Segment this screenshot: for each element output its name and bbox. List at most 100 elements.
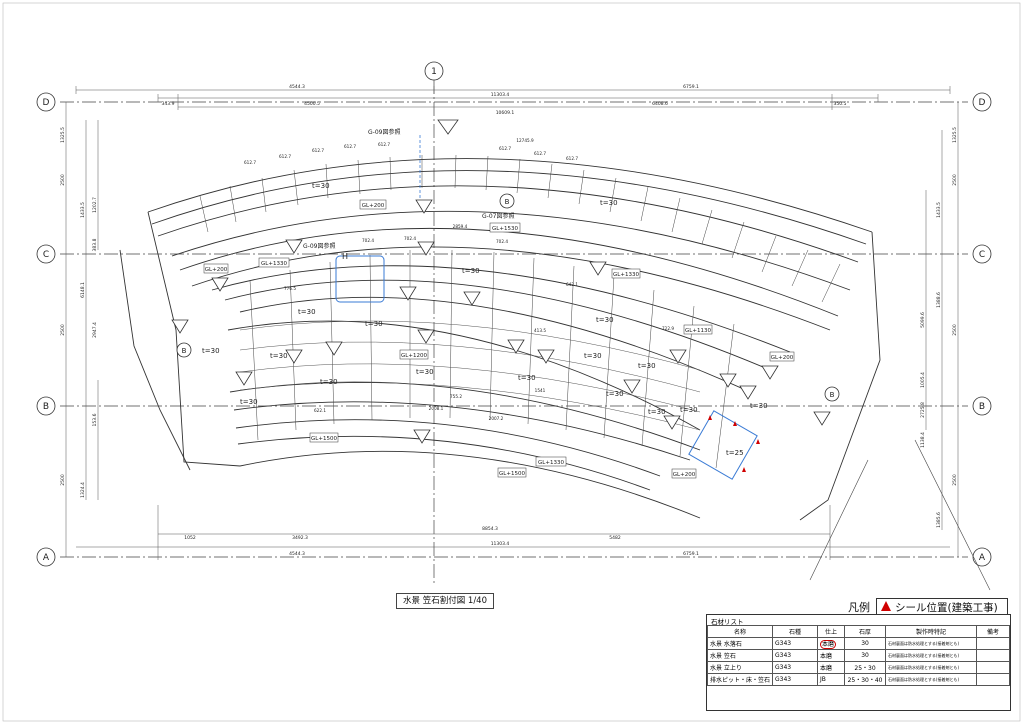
dim-right-2: 2500	[952, 174, 958, 186]
dim-left-7: 2947.4	[92, 322, 98, 338]
legend-item: シール位置(建築工事)	[895, 602, 998, 614]
piece-dim-16: 2008.1	[429, 406, 444, 411]
dim-bottom-6: 11303.4	[491, 541, 510, 547]
dim-left-8: 153.6	[92, 413, 98, 426]
piece-dim-9: 12745.9	[516, 138, 534, 143]
dim-top-1: 4544.3	[289, 84, 305, 90]
cell: 石材裏面は防水処理とする(接着剤とも)	[885, 637, 978, 650]
piece-dim-21: 722.9	[662, 326, 674, 331]
cell: 25・30・40	[844, 673, 887, 686]
dim-right-11: 5099.6	[920, 312, 926, 328]
cell: 本磨	[817, 637, 846, 650]
dim-top-5: 4500.5	[304, 101, 320, 107]
cell: 25・30	[844, 661, 887, 674]
thickness-9: t=30	[416, 368, 434, 376]
cell: G343	[772, 673, 819, 686]
gl-tag-9: GL+1500	[311, 436, 337, 442]
table-row: 水景 立上り G343 本磨 25・30 石材裏面は防水処理とする(接着剤とも)	[706, 661, 1010, 674]
cell: 石材裏面は防水処理とする(接着剤とも)	[885, 661, 978, 674]
gl-tag-10: GL+1330	[538, 460, 564, 466]
dim-bottom-3: 5482	[609, 535, 621, 541]
gl-tag-6: GL+1130	[685, 328, 711, 334]
cell: 石材裏面は防水処理とする(接着剤とも)	[885, 649, 978, 662]
thickness-5: t=30	[365, 320, 383, 328]
dim-right-1: 1325.5	[952, 127, 958, 143]
grid-lines	[60, 80, 968, 585]
dim-bottom-7: 6759.1	[683, 551, 699, 557]
grid-bubble-left-b: B	[43, 402, 49, 412]
section-mark-b-2: B	[182, 347, 187, 355]
piece-dim-20: 642.1	[566, 282, 578, 287]
dim-left-11: 383.8	[92, 238, 98, 251]
piece-dim-17: 2007.2	[489, 416, 504, 421]
section-mark-b-3: B	[830, 391, 835, 399]
detail-frame-h	[335, 255, 385, 303]
dim-bottom-2: 3492.3	[292, 535, 308, 541]
thickness-7: t=30	[202, 347, 220, 355]
dim-left-9: 2500	[60, 474, 66, 486]
header-notes: 製作時特記	[885, 625, 978, 638]
ref-g09-top: G-09図参照	[368, 128, 400, 136]
dim-left-5: 6148.1	[80, 282, 86, 298]
dim-left-6: 2500	[60, 324, 66, 336]
cell: G343	[772, 649, 819, 662]
cell: 本磨	[817, 649, 846, 662]
thickness-6: t=30	[596, 316, 614, 324]
stone-type-markers	[171, 119, 831, 444]
piece-dim-12: 702.4	[496, 239, 508, 244]
detail-frame-lower	[688, 410, 758, 480]
cell: 水景 立上り	[706, 661, 774, 674]
cell	[976, 661, 1010, 674]
thickness-11: t=30	[320, 378, 338, 386]
cell: 本磨	[817, 661, 846, 674]
dim-top-4: 343.9	[162, 101, 175, 107]
thickness-3: t=30	[462, 267, 480, 275]
thickness-12: t=30	[584, 352, 602, 360]
dim-top-3: 6759.1	[683, 84, 699, 90]
cell	[976, 673, 1010, 686]
legend-box: シール位置(建築工事)	[876, 598, 1008, 616]
piece-dim-5: 612.7	[378, 142, 390, 147]
grid-bubble-right-d: D	[979, 98, 986, 108]
dim-top-7: 350.5	[834, 101, 847, 107]
material-table-caption: 石材リスト	[711, 618, 744, 626]
piece-dim-19: 755.2	[450, 394, 462, 399]
piece-dim-11: 702.4	[404, 236, 416, 241]
grid-bubble-1: 1	[431, 67, 437, 77]
dim-bottom-5: 4544.3	[289, 551, 305, 557]
cell: 排水ピット・床・笠石	[706, 673, 774, 686]
piece-dim-15: 622.1	[314, 408, 326, 413]
legend-label: 凡例	[848, 601, 870, 614]
grid-bubble-left-a: A	[43, 553, 50, 563]
piece-dim-14: 776.5	[284, 286, 296, 291]
table-row: 水景 笠石 G343 本磨 30 石材裏面は防水処理とする(接着剤とも)	[706, 649, 1010, 662]
dim-top-2: 11303.4	[491, 92, 510, 98]
seal-marker-icon	[881, 601, 891, 611]
cell: 水景 水落石	[706, 637, 774, 650]
gl-tag-4: GL+200	[205, 267, 228, 273]
piece-dim-4: 612.7	[344, 144, 356, 149]
grid-bubble-right-a: A	[979, 553, 986, 563]
dim-right-10: 2725.8	[920, 402, 926, 418]
cell	[976, 637, 1010, 650]
dim-top-8: 10609.1	[496, 110, 515, 116]
dim-right-3: 1433.5	[936, 202, 942, 218]
piece-dim-22: 413.5	[534, 328, 546, 333]
thickness-19: t=25	[726, 449, 744, 457]
thickness-2: t=30	[600, 199, 618, 207]
dim-left-10: 1324.4	[80, 482, 86, 498]
dim-bottom-1: 1052	[184, 535, 196, 541]
thickness-15: t=30	[606, 390, 624, 398]
piece-dim-2: 612.7	[279, 154, 291, 159]
piece-dim-6: 612.7	[499, 146, 511, 151]
thickness-14: t=30	[240, 398, 258, 406]
material-list-table: 石材リスト 名称 石種 仕上 石厚 製作時特記 備考 水景 水落石 G343 本…	[706, 614, 1011, 711]
gl-tag-8: GL+200	[771, 355, 794, 361]
piece-dim-1: 612.7	[244, 160, 256, 165]
piece-dim-13: 2859.4	[453, 224, 468, 229]
header-name: 名称	[706, 625, 774, 638]
table-row: 水景 水落石 G343 本磨 30 石材裏面は防水処理とする(接着剤とも)	[706, 637, 1010, 650]
gl-tag-1: GL+200	[362, 203, 385, 209]
dim-right-5: 1388.6	[936, 292, 942, 308]
dim-right-9: 1005.4	[920, 372, 926, 388]
